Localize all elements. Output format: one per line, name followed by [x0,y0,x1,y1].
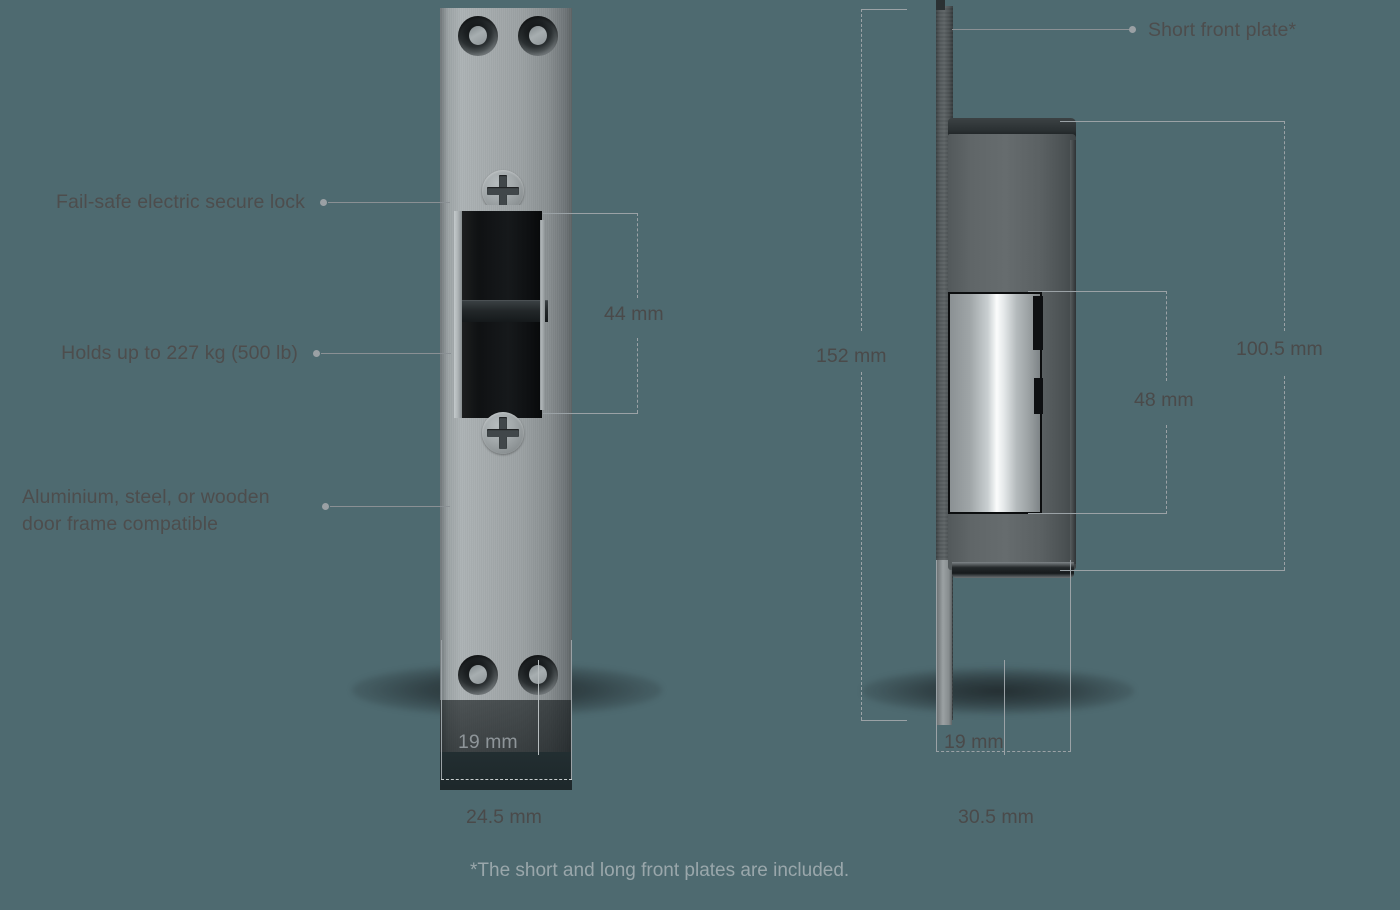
keeper-latch-band [462,300,548,322]
front-faceplate-lower [440,418,572,752]
plate-texture-lower [440,418,572,752]
dim-30-5-extension-left [936,560,937,752]
front-plate-shaded-tail [440,700,572,790]
callout-fail-safe-electric-secure-lock: Fail-safe electric secure lock [56,191,305,213]
dim-48-extension-top [1028,291,1167,292]
dim-front-19-extension [538,660,539,755]
dim-100-5-line-upper [1284,121,1285,331]
keeper-edge-bevel [540,220,545,410]
side-plate-top-tip [936,0,945,10]
dimension-30-5mm: 30.5 mm [958,806,1034,828]
leader-dot-frame-compat [322,503,329,510]
side-view-shadow [862,668,1134,714]
callout-holds-capacity: Holds up to 227 kg (500 lb) [61,342,298,364]
dim-152-cap-bottom [861,720,907,721]
dim-24-5-extension-left [441,640,442,780]
dimension-100-5mm: 100.5 mm [1236,338,1323,360]
dim-152-line-lower [861,372,862,720]
callout-frame-compatible-line2: door frame compatible [22,513,219,535]
phillips-screw-bottom [482,412,524,454]
front-view [440,0,572,800]
dim-24-5-extension-right [571,640,572,780]
dimension-48mm: 48 mm [1134,389,1194,411]
dim-152-cap-top [861,9,907,10]
keeper-rail-left [454,211,462,418]
dim-44-line-upper [637,213,638,298]
dim-44-line-lower [637,338,638,413]
side-keeper-notch-upper [1033,296,1043,350]
dim-100-5-extension-bottom [1060,570,1285,571]
mounting-hole-bottom-left [458,655,498,695]
footnote-front-plates-included: *The short and long front plates are inc… [470,860,850,881]
screw-slot-horizontal-bottom [487,429,519,437]
mounting-hole-top-left [458,16,498,56]
side-plate-lower-tail [937,560,952,725]
dimension-24-5mm: 24.5 mm [466,806,542,828]
dimension-front-19mm: 19 mm [458,731,518,753]
dim-30-5-line [936,751,1071,752]
leader-dot-short-front-plate [1129,26,1136,33]
dim-100-5-extension-top [1060,121,1285,122]
dimension-side-19mm: 19 mm [944,731,1004,753]
leader-line-holds [321,353,451,354]
dim-152-line-upper [861,9,862,331]
dim-48-line-upper [1166,291,1167,381]
dim-48-line-lower [1166,425,1167,514]
side-keeper-chrome [948,292,1042,514]
dimension-44mm: 44 mm [604,303,664,325]
dimension-152mm: 152 mm [816,345,887,367]
side-view [920,0,1090,800]
leader-line-fail-safe [328,202,450,203]
screw-slot-horizontal-top [487,187,519,195]
dim-44-extension-bottom [543,413,638,414]
dim-100-5-line-lower [1284,376,1285,570]
callout-short-front-plate: Short front plate* [1148,19,1297,41]
dim-44-extension-top [543,213,638,214]
side-body-bottom-lip [952,562,1074,578]
leader-dot-holds [313,350,320,357]
leader-dot-fail-safe [320,199,327,206]
callout-frame-compatible-line1: Aluminium, steel, or wooden [22,486,270,508]
side-body-edge-highlight [1070,140,1076,564]
dim-side-19-extension [1004,660,1005,755]
dim-24-5-line [441,779,572,780]
dim-48-extension-bottom [1028,513,1167,514]
leader-line-frame-compat [330,506,450,507]
side-keeper-notch-lower [1034,378,1043,414]
mounting-hole-top-right [518,16,558,56]
dim-30-5-extension-right [1070,560,1071,752]
leader-line-short-front-plate [952,29,1132,30]
